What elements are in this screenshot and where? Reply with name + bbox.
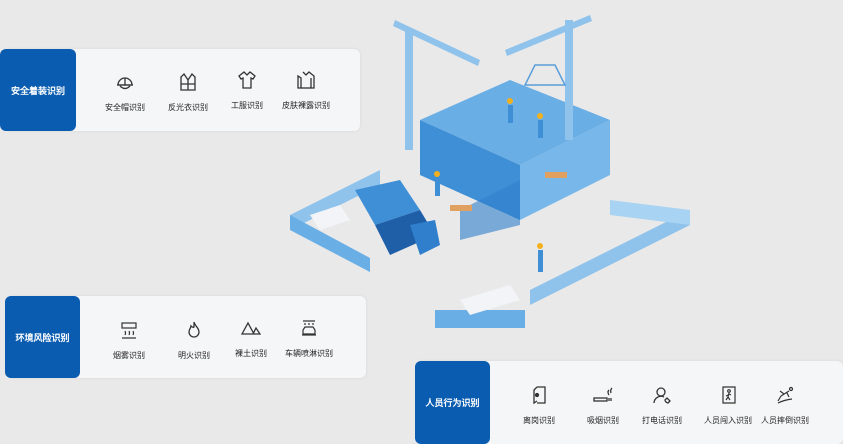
- shirt-icon: [297, 71, 315, 89]
- vest-icon: [180, 72, 196, 91]
- item-intrusion[interactable]: 人员闯入识别: [688, 385, 768, 427]
- environment-risk-category: 环境风险识别: [5, 296, 80, 378]
- intrusion-icon: [722, 386, 736, 404]
- item-open-fire[interactable]: 明火识别: [154, 320, 234, 362]
- item-reflective-vest[interactable]: 反光衣识别: [148, 72, 228, 114]
- item-smoke[interactable]: 烟雾识别: [89, 320, 169, 362]
- cigarette-icon: [593, 387, 613, 402]
- phone-call-icon: [653, 387, 671, 404]
- safety-attire-category: 安全着装识别: [0, 49, 76, 131]
- helmet-icon: [117, 77, 133, 90]
- item-phone-call[interactable]: 打电话识别: [622, 385, 702, 427]
- fall-icon: [777, 386, 794, 404]
- item-skin-exposure[interactable]: 皮肤裸露识别: [266, 70, 346, 112]
- item-helmet[interactable]: 安全帽识别: [85, 72, 165, 114]
- item-smoking[interactable]: 吸烟识别: [563, 385, 643, 427]
- fire-icon: [188, 321, 200, 338]
- mountain-icon: [241, 321, 261, 335]
- smoke-icon: [121, 322, 137, 339]
- car-wash-icon: [302, 320, 316, 336]
- shirt-icon: [238, 71, 256, 89]
- item-work-clothes[interactable]: 工服识别: [207, 70, 287, 112]
- item-bare-soil[interactable]: 裸土识别: [211, 318, 291, 360]
- construction-site-illustration: [290, 15, 690, 328]
- behavior-category: 人员行为识别: [415, 361, 490, 444]
- item-leave-post[interactable]: 离岗识别: [499, 385, 579, 427]
- item-vehicle-spray[interactable]: 车辆喷淋识别: [269, 318, 349, 360]
- item-fall[interactable]: 人员摔倒识别: [745, 385, 825, 427]
- exit-door-icon: [533, 386, 546, 405]
